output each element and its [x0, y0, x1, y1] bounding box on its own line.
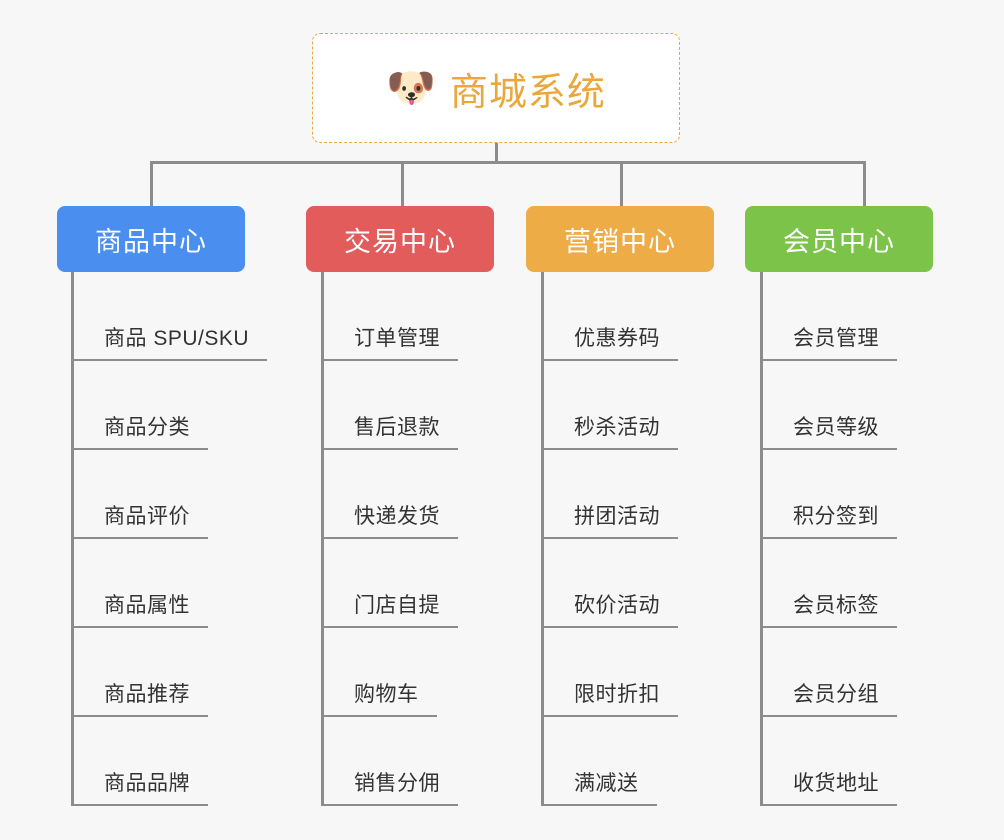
leaf-item-underline: 订单管理	[324, 322, 458, 361]
connector-horizontal-bar	[150, 161, 864, 164]
leaf-item-label: 会员等级	[793, 416, 879, 439]
leaf-item-label: 销售分佣	[354, 772, 440, 795]
root-node-title: 商城系统	[449, 71, 606, 114]
category-header-4[interactable]: 会员中心	[745, 206, 933, 272]
leaf-item[interactable]: 商品推荐	[71, 628, 291, 717]
leaf-item-underline: 拼团活动	[544, 500, 678, 539]
leaf-item-label: 满减送	[574, 772, 639, 795]
column-1: 商品 SPU/SKU 商品分类商品评价商品属性商品推荐商品品牌	[71, 272, 291, 806]
leaf-item[interactable]: 购物车	[321, 628, 541, 717]
leaf-item-underline: 售后退款	[324, 411, 458, 450]
leaf-item-underline: 销售分佣	[324, 767, 458, 806]
leaf-item-underline: 商品推荐	[74, 678, 208, 717]
category-header-3[interactable]: 营销中心	[526, 206, 714, 272]
leaf-item-underline: 砍价活动	[544, 589, 678, 628]
leaf-item-label: 订单管理	[354, 327, 440, 350]
category-header-label: 营销中心	[564, 226, 676, 257]
leaf-item-label: 售后退款	[354, 416, 440, 439]
column-spine	[541, 272, 544, 806]
connector-root-stem	[495, 143, 498, 162]
leaf-item[interactable]: 商品评价	[71, 450, 291, 539]
leaf-item-underline: 商品 SPU/SKU	[74, 322, 268, 361]
leaf-item-label: 商品推荐	[104, 683, 190, 706]
leaf-item[interactable]: 会员分组	[760, 628, 980, 717]
leaf-item-label: 会员管理	[793, 327, 879, 350]
leaf-item-label: 拼团活动	[574, 505, 660, 528]
leaf-item[interactable]: 收货地址	[760, 717, 980, 806]
shiba-dog-face-icon: 🐶	[386, 66, 436, 110]
column-spine	[321, 272, 324, 806]
leaf-item-label: 商品评价	[104, 505, 190, 528]
leaf-item-label: 商品 SPU/SKU	[104, 327, 250, 350]
category-header-2[interactable]: 交易中心	[306, 206, 494, 272]
leaf-item-underline: 会员管理	[763, 322, 897, 361]
leaf-item-label: 会员标签	[793, 594, 879, 617]
leaf-item[interactable]: 门店自提	[321, 539, 541, 628]
leaf-item-underline: 商品分类	[74, 411, 208, 450]
category-header-label: 会员中心	[783, 226, 895, 257]
leaf-item-label: 商品分类	[104, 416, 190, 439]
leaf-item[interactable]: 秒杀活动	[541, 361, 761, 450]
leaf-item[interactable]: 积分签到	[760, 450, 980, 539]
leaf-item-underline: 会员标签	[763, 589, 897, 628]
leaf-item-underline: 会员等级	[763, 411, 897, 450]
leaf-item-underline: 会员分组	[763, 678, 897, 717]
leaf-item[interactable]: 商品分类	[71, 361, 291, 450]
leaf-item-label: 门店自提	[354, 594, 440, 617]
leaf-item-underline: 商品评价	[74, 500, 208, 539]
leaf-item[interactable]: 砍价活动	[541, 539, 761, 628]
leaf-item[interactable]: 会员管理	[760, 272, 980, 361]
connector-drop-4	[863, 161, 866, 206]
leaf-item-label: 会员分组	[793, 683, 879, 706]
leaf-item-label: 快递发货	[354, 505, 440, 528]
leaf-item-underline: 快递发货	[324, 500, 458, 539]
column-2: 订单管理售后退款快递发货门店自提购物车销售分佣	[321, 272, 541, 806]
leaf-item-underline: 购物车	[324, 678, 437, 717]
leaf-item-underline: 限时折扣	[544, 678, 678, 717]
column-spine	[760, 272, 763, 806]
leaf-item-label: 优惠券码	[574, 327, 660, 350]
leaf-item-underline: 商品属性	[74, 589, 208, 628]
leaf-item[interactable]: 商品属性	[71, 539, 291, 628]
leaf-item[interactable]: 快递发货	[321, 450, 541, 539]
leaf-item-label: 收货地址	[793, 772, 879, 795]
leaf-item[interactable]: 订单管理	[321, 272, 541, 361]
leaf-item[interactable]: 拼团活动	[541, 450, 761, 539]
category-header-label: 交易中心	[344, 226, 456, 257]
column-3: 优惠券码秒杀活动拼团活动砍价活动限时折扣满减送	[541, 272, 761, 806]
leaf-item[interactable]: 限时折扣	[541, 628, 761, 717]
leaf-item-underline: 收货地址	[763, 767, 897, 806]
leaf-item[interactable]: 会员标签	[760, 539, 980, 628]
leaf-item[interactable]: 会员等级	[760, 361, 980, 450]
leaf-item-label: 购物车	[354, 683, 419, 706]
leaf-item-underline: 积分签到	[763, 500, 897, 539]
root-node-shop-system[interactable]: 🐶 商城系统	[312, 33, 680, 143]
leaf-item-underline: 满减送	[544, 767, 657, 806]
leaf-item-label: 秒杀活动	[574, 416, 660, 439]
connector-drop-3	[620, 161, 623, 206]
leaf-item-underline: 秒杀活动	[544, 411, 678, 450]
leaf-item-underline: 商品品牌	[74, 767, 208, 806]
leaf-item-label: 限时折扣	[574, 683, 660, 706]
leaf-item[interactable]: 商品品牌	[71, 717, 291, 806]
leaf-item[interactable]: 售后退款	[321, 361, 541, 450]
category-header-label: 商品中心	[95, 226, 207, 257]
column-4: 会员管理会员等级积分签到会员标签会员分组收货地址	[760, 272, 980, 806]
leaf-item[interactable]: 满减送	[541, 717, 761, 806]
column-spine	[71, 272, 74, 806]
leaf-item[interactable]: 商品 SPU/SKU	[71, 272, 291, 361]
leaf-item-label: 商品属性	[104, 594, 190, 617]
leaf-item[interactable]: 优惠券码	[541, 272, 761, 361]
leaf-item-underline: 门店自提	[324, 589, 458, 628]
leaf-item-underline: 优惠券码	[544, 322, 678, 361]
leaf-item-label: 砍价活动	[574, 594, 660, 617]
connector-drop-1	[150, 161, 153, 206]
leaf-item[interactable]: 销售分佣	[321, 717, 541, 806]
category-header-1[interactable]: 商品中心	[57, 206, 245, 272]
leaf-item-label: 积分签到	[793, 505, 879, 528]
leaf-item-label: 商品品牌	[104, 772, 190, 795]
connector-drop-2	[401, 161, 404, 206]
